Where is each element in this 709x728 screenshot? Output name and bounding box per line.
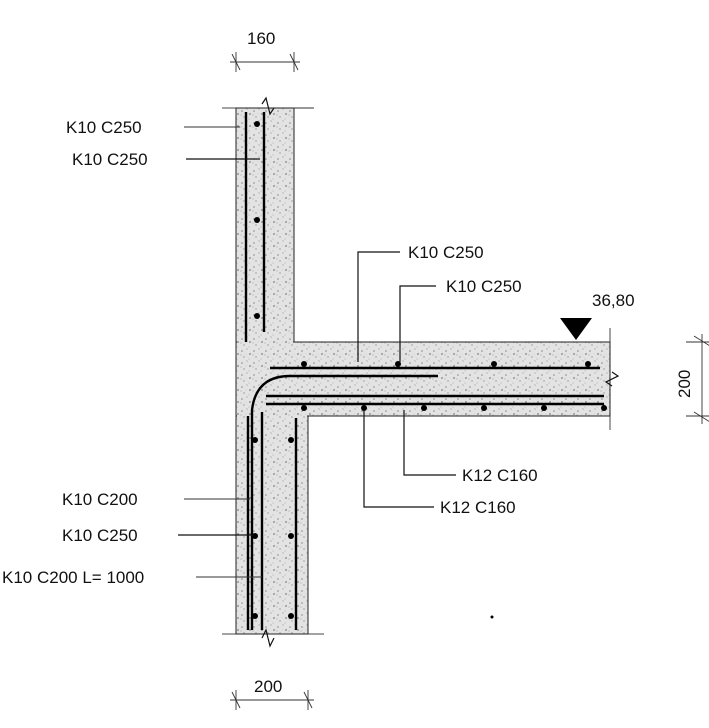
- break-mark-bottom: [261, 628, 275, 648]
- label-slab-top-1: K10 C250: [408, 243, 484, 262]
- elevation-marker: 36,80: [560, 291, 635, 340]
- leader-slab-bottom-2: [363, 410, 434, 508]
- break-mark-right: [604, 371, 620, 387]
- label-slab-bottom-1: K12 C160: [462, 466, 538, 485]
- label-wall-bottom-3: K10 C200 L= 1000: [2, 568, 144, 587]
- label-wall-top-2: K10 C250: [72, 150, 148, 169]
- dimension-bottom: 200: [230, 677, 314, 710]
- dimension-bottom-text: 200: [254, 677, 282, 696]
- leader-slab-bottom-1: [403, 410, 456, 476]
- label-slab-top-2: K10 C250: [446, 277, 522, 296]
- label-wall-top-1: K10 C250: [66, 118, 142, 137]
- dimension-slab-text: 200: [675, 370, 694, 398]
- leader-slab-top-2: [399, 285, 436, 362]
- slab-hook-bar: [250, 374, 438, 630]
- label-wall-bottom-2: K10 C250: [62, 526, 138, 545]
- dimension-top-text: 160: [247, 29, 275, 48]
- label-slab-bottom-2: K12 C160: [440, 498, 516, 517]
- label-wall-bottom-1: K10 C200: [62, 490, 138, 509]
- break-mark-top: [261, 96, 275, 116]
- dimension-slab: 200: [675, 334, 709, 424]
- elevation-triangle-icon: [560, 318, 592, 340]
- dimension-top: 160: [230, 29, 300, 72]
- elevation-text: 36,80: [592, 291, 635, 310]
- leader-slab-top-1: [357, 251, 400, 362]
